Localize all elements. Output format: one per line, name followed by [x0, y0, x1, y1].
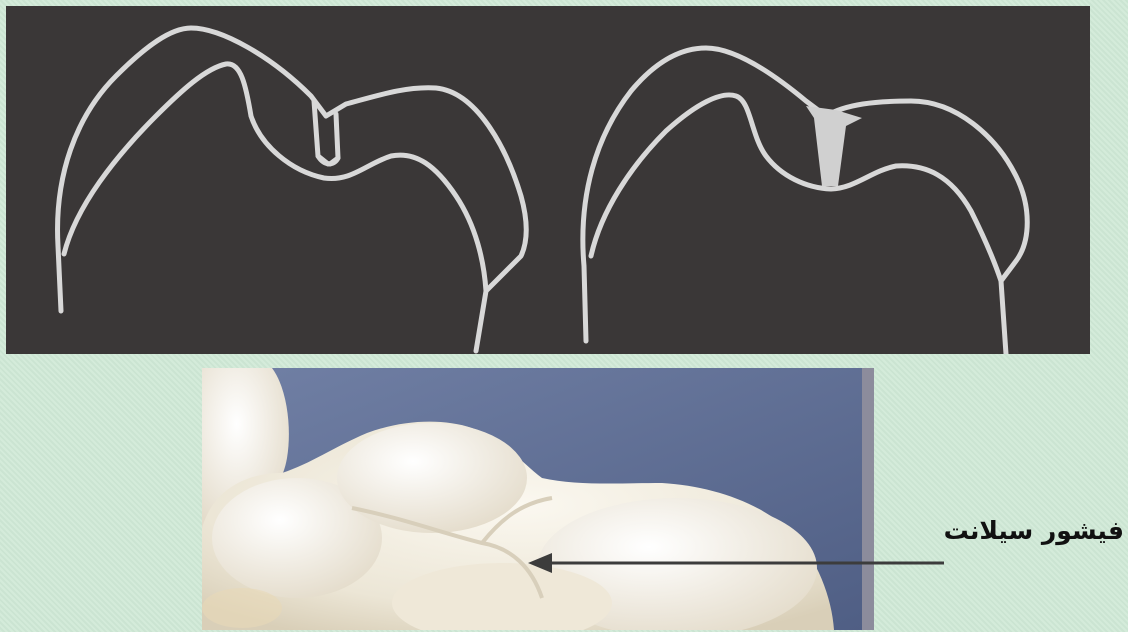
- left-tooth-enamel-outline: [58, 28, 527, 351]
- molar-photo-svg: [202, 368, 874, 630]
- right-tooth-dentin-outline: [591, 95, 1001, 281]
- tooth-cross-section-diagram: [6, 6, 1090, 354]
- left-tooth-dentin-outline: [64, 64, 486, 291]
- fissure-sealant-caption: فیشور سیلانت: [944, 516, 1124, 545]
- sealed-molar-photo: [202, 368, 874, 630]
- fissure-sealant-fill: [806, 106, 862, 186]
- right-tooth-enamel-outline: [583, 48, 1027, 354]
- cusp-top: [337, 423, 527, 533]
- cross-section-svg: [6, 6, 1090, 354]
